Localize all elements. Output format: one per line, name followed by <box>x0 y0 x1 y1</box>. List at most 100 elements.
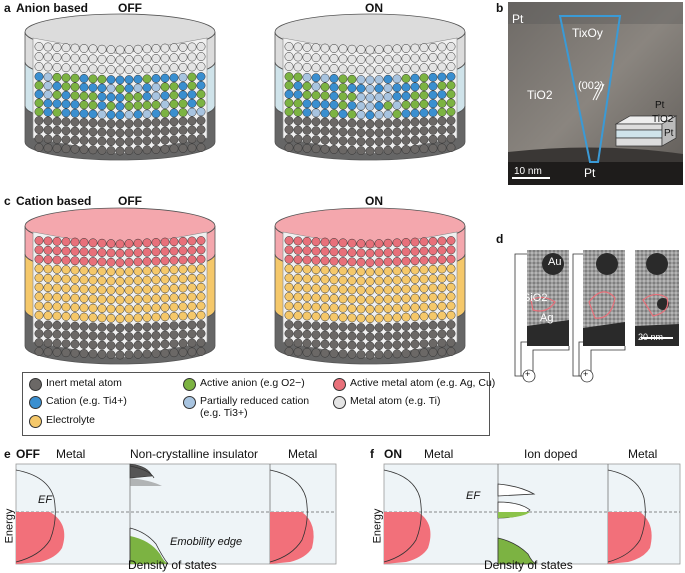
atom <box>312 91 320 99</box>
atom <box>411 294 419 302</box>
atom <box>402 127 410 135</box>
atom <box>285 125 293 133</box>
atom <box>357 295 365 303</box>
d-source-2: + <box>583 369 588 379</box>
atom <box>393 137 401 145</box>
atom <box>411 247 419 255</box>
atom <box>62 275 70 283</box>
atom <box>62 109 70 117</box>
atom <box>420 266 428 274</box>
atom <box>330 248 338 256</box>
atom <box>438 311 446 319</box>
atom <box>447 264 455 272</box>
atom <box>366 240 374 248</box>
atom <box>285 116 293 124</box>
atom <box>375 75 383 83</box>
atom <box>312 109 320 117</box>
atom <box>80 238 88 246</box>
atom <box>71 109 79 117</box>
atom <box>71 145 79 153</box>
atom <box>303 100 311 108</box>
atom <box>197 42 205 50</box>
atom <box>89 304 97 312</box>
atom <box>375 258 383 266</box>
atom <box>420 275 428 283</box>
atom <box>125 75 133 83</box>
atom <box>384 332 392 340</box>
atom <box>375 137 383 145</box>
atom <box>89 332 97 340</box>
atom <box>429 293 437 301</box>
atom <box>393 45 401 53</box>
atom <box>107 332 115 340</box>
atom <box>125 65 133 73</box>
atom <box>357 267 365 275</box>
atom <box>44 144 52 152</box>
atom <box>134 146 142 154</box>
atom <box>152 349 160 357</box>
atom <box>438 293 446 301</box>
atom <box>420 256 428 264</box>
atom <box>393 248 401 256</box>
atom <box>357 341 365 349</box>
atom <box>161 349 169 357</box>
atom <box>188 135 196 143</box>
atom <box>116 286 124 294</box>
panel-f-right: Metal <box>628 447 657 461</box>
atom <box>125 323 133 331</box>
atom <box>107 55 115 63</box>
atom <box>420 91 428 99</box>
atom <box>143 350 151 358</box>
cylinder <box>275 208 465 364</box>
atom <box>134 110 142 118</box>
atom <box>429 330 437 338</box>
atom <box>429 73 437 81</box>
atom <box>44 108 52 116</box>
atom <box>330 83 338 91</box>
atom <box>143 332 151 340</box>
atom <box>197 236 205 244</box>
atom <box>321 257 329 265</box>
atom <box>348 128 356 136</box>
atom <box>107 239 115 247</box>
cylinder <box>275 14 465 160</box>
atom-section <box>283 232 457 359</box>
atom <box>384 84 392 92</box>
atom <box>384 248 392 256</box>
d-source-1: + <box>525 369 530 379</box>
atom <box>339 110 347 118</box>
atom <box>98 84 106 92</box>
legend-label: Partially reduced cation (e.g. Ti3+) <box>200 395 323 419</box>
atom <box>134 248 142 256</box>
atom <box>44 117 52 125</box>
atom <box>366 129 374 137</box>
atom <box>393 350 401 358</box>
atom <box>303 256 311 264</box>
atom <box>384 55 392 63</box>
b-tixoy: TixOy <box>572 26 603 40</box>
panel-e-letter: e <box>4 447 11 461</box>
atom <box>393 323 401 331</box>
atom <box>35 246 43 254</box>
atom <box>357 75 365 83</box>
atom <box>143 110 151 118</box>
atom <box>197 264 205 272</box>
atom <box>393 65 401 73</box>
atom <box>152 101 160 109</box>
atom <box>348 137 356 145</box>
legend-item: Active anion (e.g O2−) <box>183 377 305 391</box>
atom <box>35 329 43 337</box>
atom <box>116 147 124 155</box>
atom <box>44 53 52 61</box>
atom <box>89 267 97 275</box>
atom <box>321 92 329 100</box>
atom <box>447 302 455 310</box>
atom <box>303 73 311 81</box>
atom <box>312 64 320 72</box>
atom <box>161 127 169 135</box>
atom <box>447 52 455 60</box>
atom <box>303 43 311 51</box>
atom <box>134 314 142 322</box>
atom <box>89 75 97 83</box>
atom <box>357 102 365 110</box>
